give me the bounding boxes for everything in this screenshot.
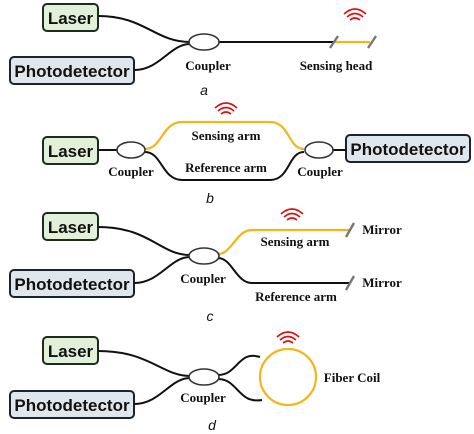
coupler-right [304, 141, 334, 159]
panel-d: Laser Photodetector Coupler Fiber Coil d [9, 331, 381, 433]
caption-a: a [200, 82, 208, 98]
photodetector-fiber [133, 43, 191, 71]
photodetector-label: Photodetector [14, 275, 130, 294]
coil-lower-fiber [217, 378, 263, 402]
sensing-arm-label: Sensing arm [192, 128, 261, 143]
sensing-arm-label: Sensing arm [261, 234, 330, 249]
laser-fiber [97, 226, 191, 256]
panel-a: Laser Photodetector Coupler Sensing head… [9, 3, 377, 98]
signal-waves-icon [343, 8, 367, 21]
fiber-coil [258, 347, 318, 407]
signal-waves-icon [276, 331, 300, 344]
reference-arm-label: Reference arm [255, 289, 337, 304]
photodetector-fiber [133, 256, 191, 284]
panel-b: Laser Photodetector Coupler Coupler Sens… [42, 102, 471, 206]
sensing-arm-fiber [217, 228, 350, 256]
signal-waves-icon [280, 208, 304, 221]
coupler-label: Coupler [180, 390, 226, 405]
coupler [188, 247, 220, 265]
fiber-coil-label: Fiber Coil [324, 370, 381, 385]
splice-mark-left [329, 35, 339, 49]
coupler [188, 368, 220, 386]
splice-mark-right [367, 35, 377, 49]
sensing-arm-fiber [144, 120, 305, 151]
laser-label: Laser [48, 142, 94, 161]
laser-fiber [97, 15, 191, 43]
coil-upper-fiber [217, 354, 261, 376]
caption-b: b [206, 190, 214, 206]
reference-arm-label: Reference arm [185, 160, 267, 175]
coupler-label: Coupler [180, 271, 226, 286]
coupler [188, 33, 220, 51]
reference-arm-fiber [144, 151, 305, 181]
sensing-head-label: Sensing head [300, 58, 373, 73]
coupler-left-label: Coupler [108, 164, 154, 179]
laser-label: Laser [48, 218, 94, 237]
photodetector-box [345, 134, 471, 163]
laser-box [42, 3, 99, 32]
caption-c: c [207, 308, 214, 324]
laser-label: Laser [48, 9, 94, 28]
signal-waves-icon [214, 102, 238, 115]
mirror-bottom-icon [344, 275, 356, 291]
coupler-label: Coupler [185, 58, 231, 73]
photodetector-label: Photodetector [14, 396, 130, 415]
laser-fiber [97, 350, 191, 377]
mirror-bottom-label: Mirror [362, 275, 402, 290]
photodetector-label: Photodetector [14, 62, 130, 81]
photodetector-fiber [133, 377, 191, 405]
mirror-top-icon [344, 222, 356, 238]
coupler-left [116, 141, 146, 159]
reference-arm-fiber [217, 257, 350, 284]
coupler-right-label: Coupler [297, 164, 343, 179]
panel-c: Laser Photodetector Coupler Sensing arm … [9, 208, 402, 324]
laser-label: Laser [48, 342, 94, 361]
caption-d: d [208, 417, 217, 433]
mirror-top-label: Mirror [362, 222, 402, 237]
photodetector-label: Photodetector [350, 140, 466, 159]
